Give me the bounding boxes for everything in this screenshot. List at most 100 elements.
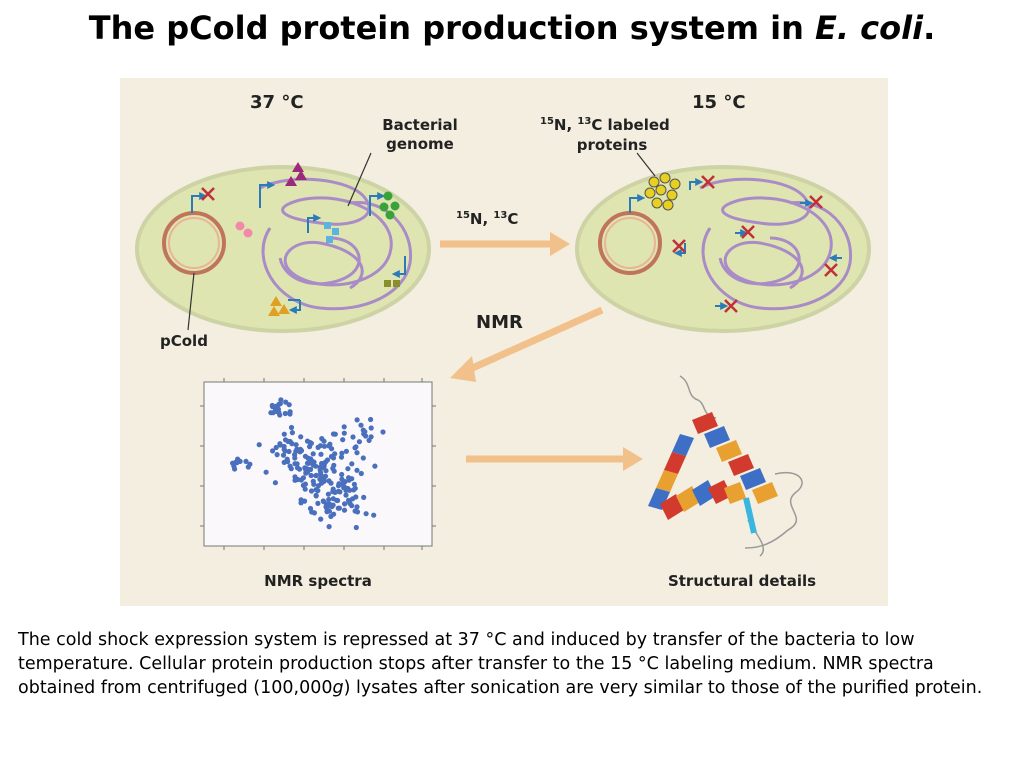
left-temperature: 37 °C [250,92,304,113]
nmr-peak [274,408,280,415]
nmr-peak [272,480,278,486]
nmr-peak [353,524,359,531]
nmr-peak [256,442,262,448]
nmr-peak [300,482,306,488]
nmr-peak [263,469,269,475]
structural-details-label: Structural details [668,572,816,590]
nmr-peak [380,429,386,435]
nmr-peak [308,488,315,494]
figure-caption: The cold shock expression system is repr… [18,628,1008,700]
nmr-peak [351,487,357,493]
nmr-peak [341,479,347,485]
nmr-peak [332,431,338,437]
nmr-peak [353,444,359,450]
nmr-peak [294,465,301,471]
right-temperature: 15 °C [692,92,746,113]
left-plasmid-promoter [191,187,215,213]
nmr-peak [372,463,378,469]
nmr-peak [335,505,341,511]
nmr-peak [326,496,332,503]
labeled-protein-cluster [629,172,681,213]
nmr-peak [350,434,356,440]
nmr-peak [353,494,359,500]
title-period: . [923,9,936,47]
nmr-peak [307,440,313,446]
nmr-peak [362,429,368,435]
nmr-peak [270,448,276,454]
nmr-peak [361,494,367,500]
nmr-peak [354,504,360,510]
genome-label-1: Bacterial [382,116,458,134]
nmr-peak [234,459,240,465]
nmr-spectra-plot [200,378,436,550]
nmr-peak [273,444,279,451]
nmr-peak [321,443,328,449]
nmr-peak [230,460,236,466]
nmr-peak [321,476,327,482]
helix-2 [648,434,694,510]
nmr-peak [285,459,291,465]
nmr-peak [358,422,364,428]
nmr-peak [293,442,299,448]
nmr-peak [323,468,329,474]
nmr-peak [325,491,331,497]
nmr-peak [331,462,337,468]
figure-diagram: 37 °C Bacterial genome pCold 15 °C 15N, … [135,92,871,590]
nmr-peak [298,497,304,503]
left-promoter-triangles-purple [259,162,307,208]
nmr-peak [351,481,357,487]
slide-title: The pCold protein production system in E… [0,8,1024,48]
title-organism: E. coli [815,9,924,47]
transfer-arrow [440,232,570,256]
nmr-peak [354,467,360,473]
nmr-peak [315,500,321,506]
nmr-peak [281,431,287,437]
nmr-peak [288,424,295,431]
left-cell [135,152,431,333]
nmr-peak [317,443,324,449]
nmr-peak [363,433,369,439]
nmr-peak [363,511,369,517]
nmr-peak [287,411,293,417]
nmr-peak [308,472,314,479]
title-text: The pCold protein production system in [88,9,816,47]
nmr-peak [329,446,335,452]
nmr-peak [323,504,329,510]
plasmid-label: pCold [160,332,208,350]
nmr-peak [313,493,319,499]
nmr-peak [337,489,343,495]
nmr-peaks [230,397,386,531]
nmr-peak [321,499,327,505]
nmr-peak [324,509,330,515]
nmr-peak [343,492,349,498]
nmr-peak [306,460,312,466]
nmr-peak [366,437,372,443]
nmr-peak [354,417,360,423]
nmr-peak [346,475,352,481]
nmr-peak [281,443,287,450]
left-pink-dots [235,221,253,238]
nmr-peak [336,481,342,487]
nmr-peak [343,448,349,454]
nmr-peak [339,450,345,456]
nmr-peak [311,459,317,465]
right-repressed-promoters [672,175,842,313]
figure-panel: 37 °C Bacterial genome pCold 15 °C 15N, … [120,78,888,606]
nmr-peak [277,442,283,448]
left-promoter-triangles-yellow [268,296,301,316]
nmr-peak [309,509,315,515]
labeled-proteins-label-1: 15N, 13C labeled [540,116,670,134]
nmr-peak [341,485,347,491]
nmr-peak [345,466,351,472]
nmr-peak [358,470,364,477]
nmr-peak [315,488,321,494]
nmr-peak [354,509,361,515]
nmr-peak [338,454,345,460]
nmr-peak [310,451,316,457]
nmr-peak [300,475,306,481]
nmr-arrow [450,306,604,382]
nmr-peak [330,496,336,502]
nmr-peak [287,463,293,469]
nmr-peak [286,402,292,408]
nmr-peak [354,450,360,456]
